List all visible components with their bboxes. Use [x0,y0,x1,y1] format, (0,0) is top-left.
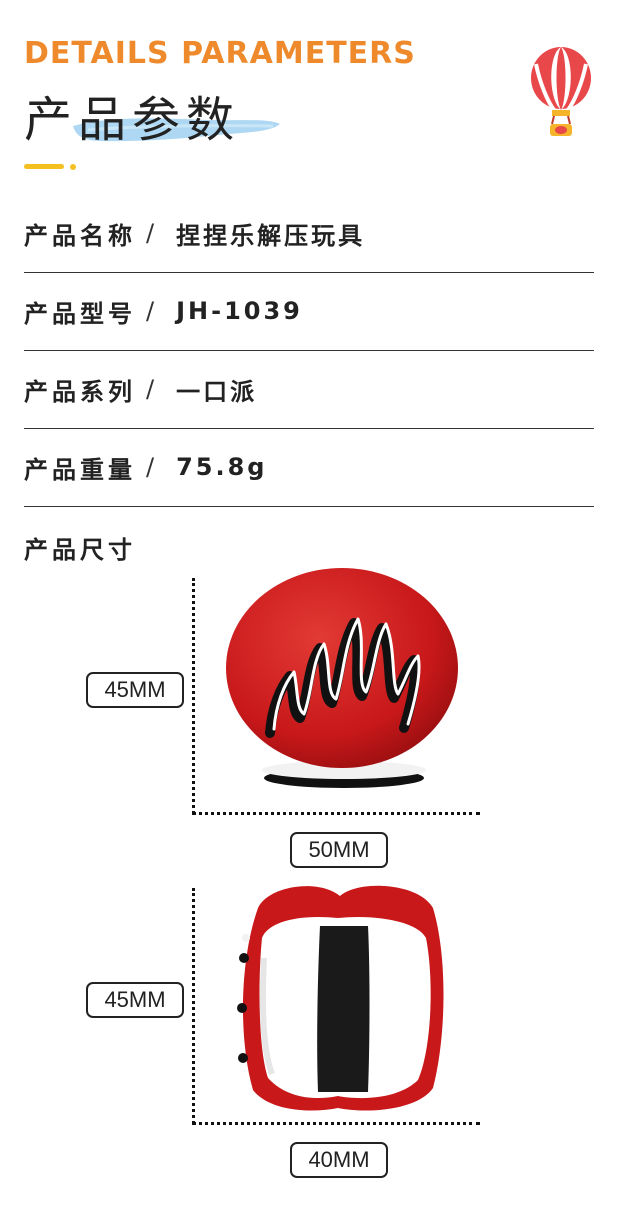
height-label-side-view: 45MM [86,982,184,1018]
param-row-model: 产品型号 / JH-1039 [24,272,594,351]
header-title-cn: 产品参数 [24,92,241,148]
param-key: 产品系列 [24,377,136,406]
width-label-side-view: 40MM [290,1142,388,1178]
param-separator: / [146,297,155,325]
accent-dot [70,164,76,170]
width-label-top-view: 50MM [290,832,388,868]
param-row-series: 产品系列 / 一口派 [24,350,594,429]
dimension-line-vertical [192,578,195,814]
param-separator: / [146,219,155,247]
dimension-line-horizontal [192,812,480,815]
product-image-top-view [226,568,458,788]
product-image-side-view [237,885,444,1111]
size-title: 产品尺寸 [24,536,136,564]
param-value: JH-1039 [176,297,303,325]
param-key: 产品名称 [24,221,136,250]
hot-air-balloon-icon [531,47,591,136]
param-separator: / [146,375,155,403]
height-label-top-view: 45MM [86,672,184,708]
param-value: 捏捏乐解压玩具 [176,221,366,250]
param-row-name: 产品名称 / 捏捏乐解压玩具 [24,194,594,273]
param-row-weight: 产品重量 / 75.8g [24,428,594,507]
param-value: 75.8g [176,453,268,481]
accent-bar [24,164,64,169]
brush-stroke-decoration [73,118,280,142]
dimension-line-vertical [192,888,195,1124]
param-key: 产品型号 [24,299,136,328]
dimension-line-horizontal [192,1122,480,1125]
param-value: 一口派 [176,377,258,406]
param-key: 产品重量 [24,455,136,484]
param-separator: / [146,453,155,481]
header-title-en: DETAILS PARAMETERS [24,36,416,71]
